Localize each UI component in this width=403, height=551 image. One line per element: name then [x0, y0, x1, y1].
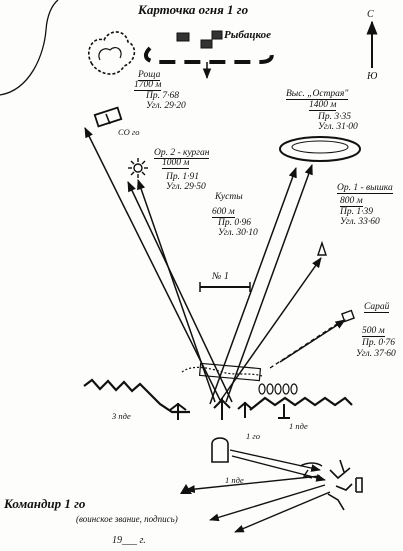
fire-card-title: Карточка огня 1 го: [138, 2, 249, 17]
bushes-dist: 600 м: [212, 207, 235, 218]
wire-loops: [258, 383, 298, 395]
or1-elev: Угл. 33·60: [340, 217, 380, 227]
height-ostraya: [279, 136, 361, 162]
compass-south: Ю: [367, 71, 378, 82]
grove-outline: [88, 31, 136, 75]
house-1: [176, 32, 190, 42]
house-2: [200, 39, 213, 49]
or2-dist: 1000 м: [162, 158, 190, 169]
barn-name: Сарай: [364, 302, 390, 313]
pos-left-label: 3 пде: [112, 411, 131, 421]
so-label: СО го: [118, 127, 140, 137]
or1-name: Ор. 1 - вышка: [337, 183, 393, 194]
grove-dist: 1700 м: [134, 80, 162, 91]
unit-center-symbol: [213, 398, 231, 420]
marker-1-label: № 1: [212, 271, 229, 282]
grove-elev: Угл. 29·20: [146, 101, 186, 111]
bottom-lines: [185, 449, 331, 533]
unit-right-symbol: [278, 404, 290, 419]
commander-label: Командир 1 го: [4, 496, 86, 511]
or1-sight: Пр. 1·39: [340, 207, 373, 217]
kurgan-symbol: [128, 158, 148, 178]
signature-hint: (воинское звание, подпись): [76, 514, 178, 524]
height-dist: 1400 м: [309, 100, 337, 111]
sector-lines: [84, 127, 346, 405]
tower-symbol: [317, 240, 327, 256]
mortar-symbol: [180, 484, 192, 494]
height-sight: Пр. 3·35: [318, 112, 351, 122]
barn-symbol: [341, 309, 355, 323]
bushes-sight: Пр. 0·96: [218, 218, 251, 228]
pos-right-label: 1 пде: [289, 421, 308, 431]
company-command-post-divider: [105, 113, 111, 125]
village-line: [143, 46, 274, 64]
bushes-bottom-right: [327, 459, 363, 511]
house-3: [211, 30, 223, 40]
compass-north: С: [367, 9, 374, 20]
grove-sight: Пр. 7·68: [146, 91, 179, 101]
obstacle-wire: [181, 366, 263, 377]
grove-inner: [98, 46, 122, 61]
height-elev: Угл. 31·00: [318, 122, 358, 132]
barn-sight: Пр. 0·76: [362, 338, 395, 348]
commander-vehicle: [211, 437, 229, 463]
or2-name: Ор. 2 - курган: [154, 148, 210, 159]
village-label: Рыбацкое: [224, 29, 271, 41]
date-line: 19___ г.: [112, 535, 146, 546]
or1-dist: 800 м: [340, 196, 363, 207]
unit-left-symbol: [169, 402, 187, 420]
pos-bottom-label: 1 пде: [225, 475, 244, 485]
pos-center-label: 1 го: [246, 431, 260, 441]
or2-elev: Угл. 29·50: [166, 182, 206, 192]
bushes-elev: Угл. 30·10: [218, 228, 258, 238]
trench-position-center: [198, 362, 262, 382]
barn-dist: 500 м: [362, 326, 385, 337]
lake-outline: [0, 0, 59, 96]
height-ostraya-inner: [291, 140, 349, 154]
or2-sight: Пр. 1·91: [166, 172, 199, 182]
bushes-name: Кусты: [215, 192, 243, 202]
barn-elev: Угл. 37·60: [356, 349, 396, 359]
grove-name: Роща: [138, 70, 161, 81]
height-name: Выс. „Острая": [286, 89, 349, 100]
trench-line: [83, 378, 353, 414]
unit-center-right-symbol: [237, 401, 253, 418]
